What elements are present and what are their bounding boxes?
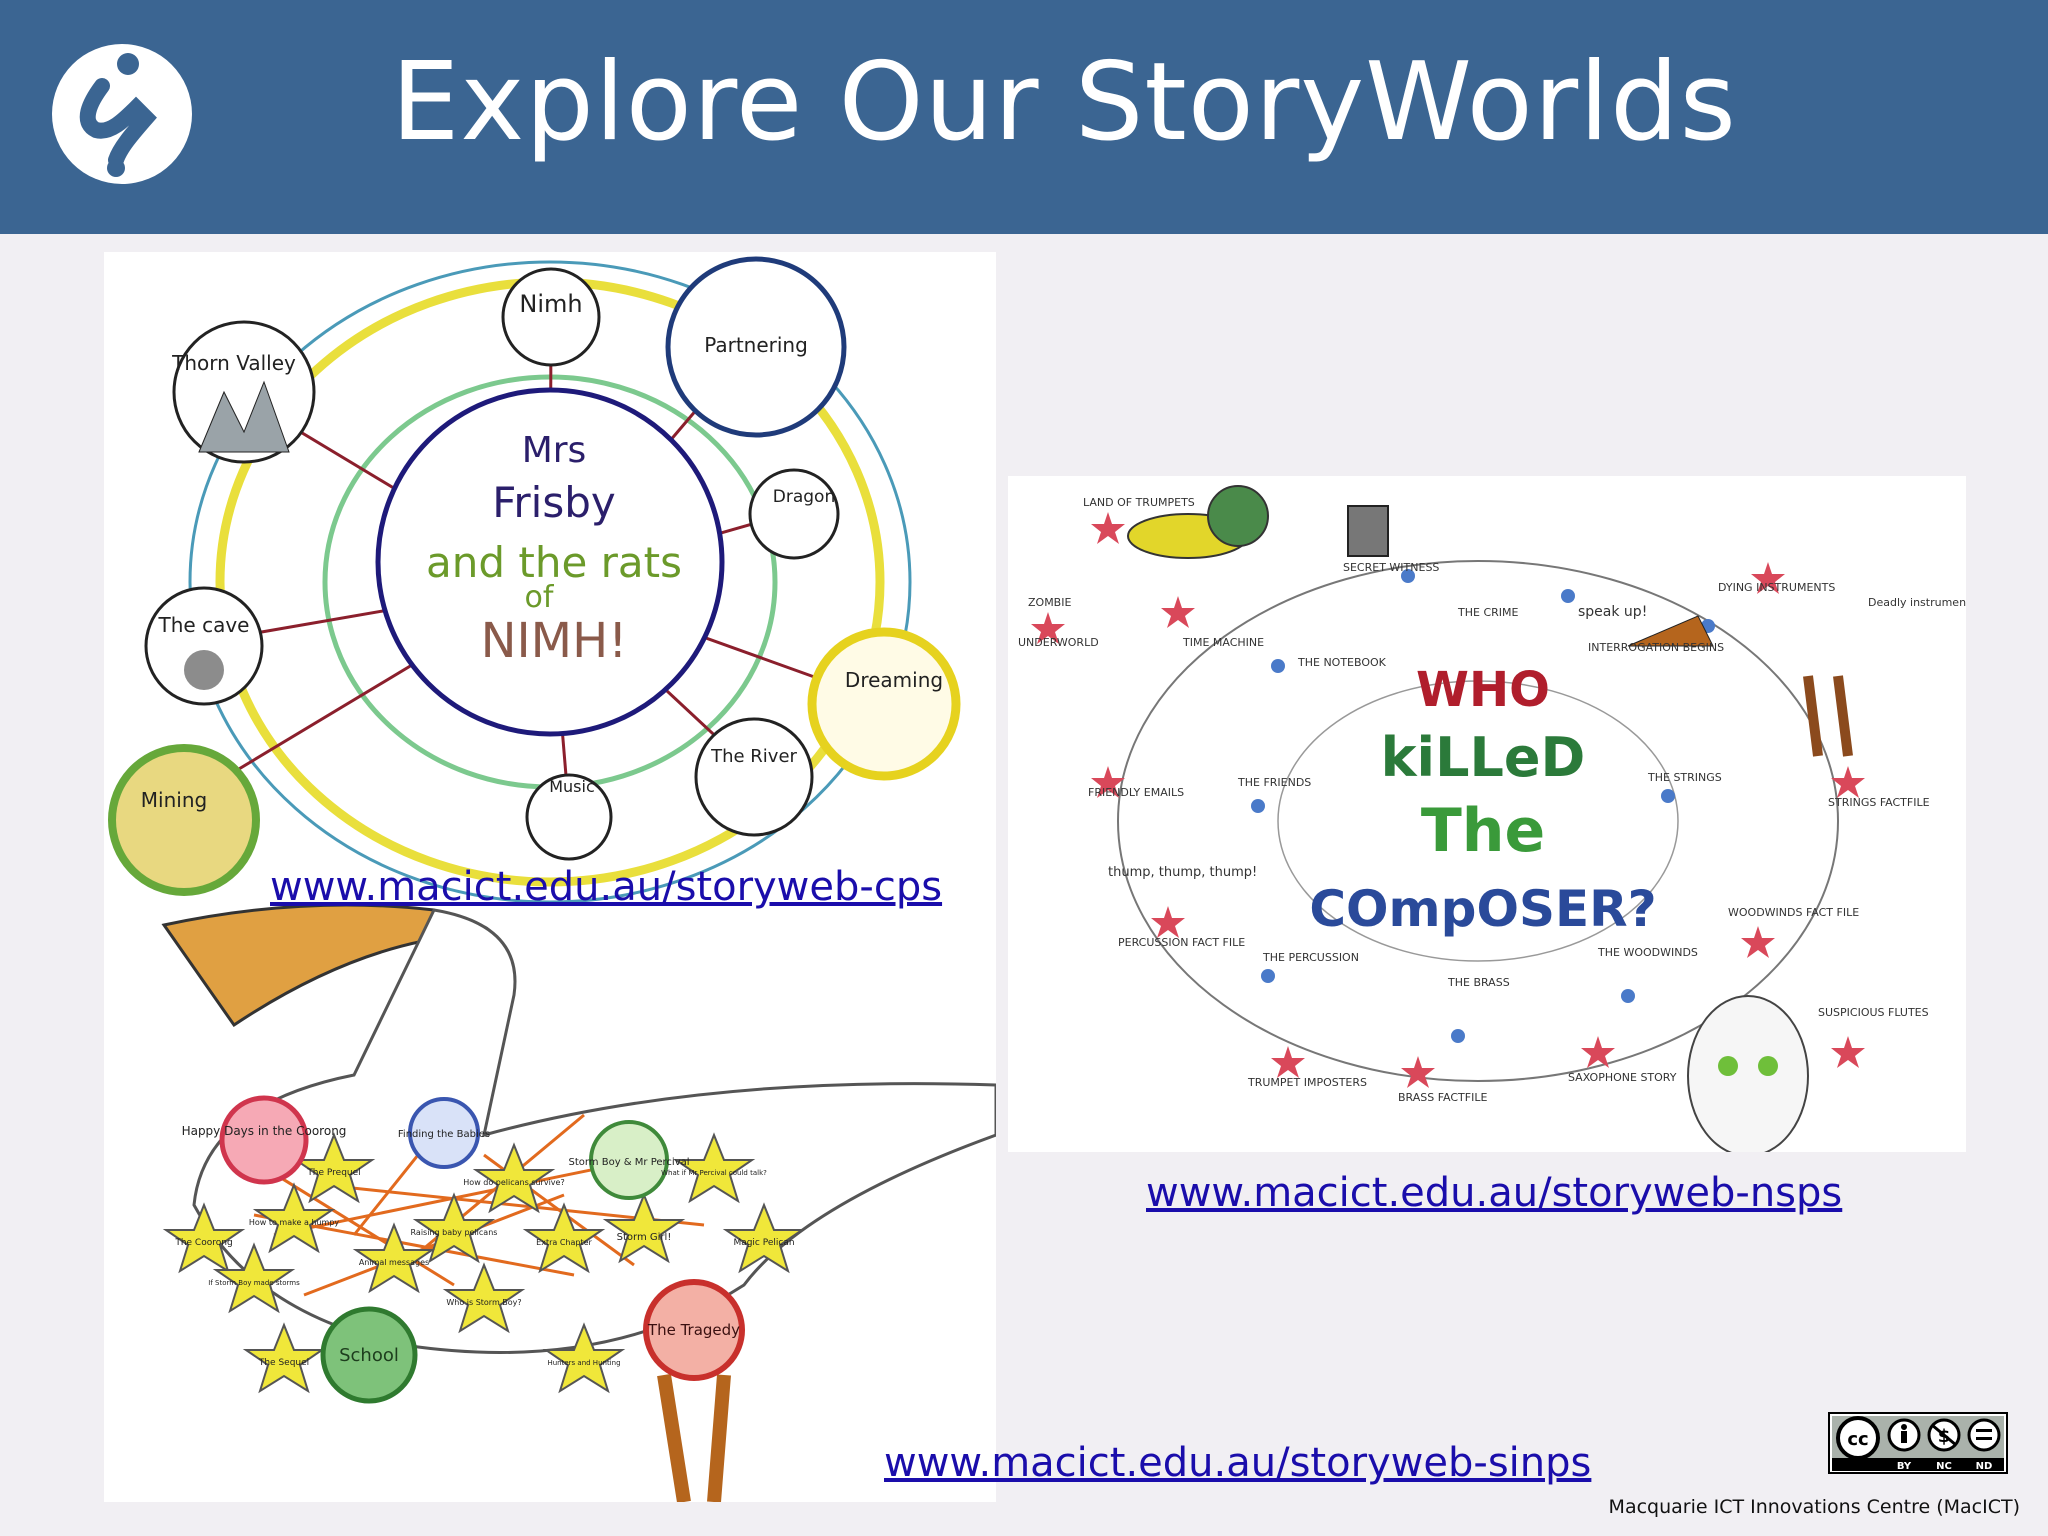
nsps-label-notebook: THE NOTEBOOK xyxy=(1297,656,1387,669)
nsps-center-line3: The xyxy=(1421,796,1545,866)
nsps-label-the-friends: THE FRIENDS xyxy=(1237,776,1311,789)
sinps-label-humpy: How to make a humpy xyxy=(249,1218,340,1227)
nsps-label-underworld: UNDERWORLD xyxy=(1018,636,1099,649)
cps-center-line1: Mrs xyxy=(522,430,587,471)
sinps-label-raising-pelicans: Raising baby pelicans xyxy=(411,1228,498,1237)
creative-commons-icon: cc $ BY NC ND xyxy=(1828,1412,2008,1474)
storyweb-cps-link[interactable]: www.macict.edu.au/storyweb-cps xyxy=(270,864,943,910)
sinps-label-magic-pelican: Magic Pelican xyxy=(733,1238,794,1248)
cps-center-line4: of xyxy=(525,580,555,615)
nsps-label-speak-up: speak up! xyxy=(1578,604,1647,620)
storyweb-sinps-link[interactable]: www.macict.edu.au/storyweb-sinps xyxy=(884,1440,1592,1486)
nsps-center-line4: COmpOSER? xyxy=(1309,880,1656,938)
sinps-label-who-is-storm-boy: Who is Storm Boy? xyxy=(446,1298,521,1307)
nsps-label-the-strings: THE STRINGS xyxy=(1647,771,1722,784)
nsps-label-deadly-instruments: Deadly instruments xyxy=(1868,596,1966,609)
nsps-label-the-percussion: THE PERCUSSION xyxy=(1262,951,1359,964)
storyweb-nsps-image: WHO kiLLeD The COmpOSER? LAND OF TRUMPET… xyxy=(1008,476,1966,1152)
cps-node-music: Music xyxy=(549,777,595,796)
sinps-label-finding-babies: Finding the Babies xyxy=(398,1129,490,1140)
cps-node-mining: Mining xyxy=(141,788,207,812)
sinps-label-storm-girl: Storm Girl! xyxy=(617,1232,672,1243)
sinps-label-the-coorong: The Coorong xyxy=(174,1238,232,1248)
cps-node-the-cave: The cave xyxy=(158,613,250,637)
cps-node-nimh: Nimh xyxy=(519,290,582,318)
nsps-label-friendly-emails: FRIENDLY EMAILS xyxy=(1088,786,1184,799)
sinps-label-school: School xyxy=(339,1345,399,1366)
cps-center-line5: NIMH! xyxy=(481,613,628,669)
sinps-label-prequel: The Prequel xyxy=(306,1168,360,1178)
sinps-label-the-sequel: The Sequel xyxy=(258,1358,309,1368)
nsps-center-line2: kiLLeD xyxy=(1381,726,1586,789)
cc-badge-nd: ND xyxy=(1976,1461,1993,1472)
nsps-label-the-crime: THE CRIME xyxy=(1457,606,1518,619)
nsps-label-trumpet-imposters: TRUMPET IMPOSTERS xyxy=(1247,1076,1367,1089)
sinps-label-what-if: What if Mr Percival could talk? xyxy=(661,1169,767,1177)
nsps-label-percussion-factfile: PERCUSSION FACT FILE xyxy=(1118,936,1245,949)
cc-badge-nc: NC xyxy=(1936,1461,1952,1472)
sinps-label-hunters: Hunters and Hunting xyxy=(547,1359,620,1367)
nsps-label-time-machine: TIME MACHINE xyxy=(1182,636,1264,649)
sinps-label-happy-days: Happy Days in the Coorong xyxy=(182,1124,347,1138)
nsps-label-woodwinds-factfile: WOODWINDS FACT FILE xyxy=(1728,906,1859,919)
nsps-label-strings-factfile: STRINGS FACTFILE xyxy=(1828,796,1930,809)
cps-center-line3: and the rats xyxy=(426,538,682,587)
cps-node-dreaming: Dreaming xyxy=(845,668,943,692)
nsps-label-the-woodwinds: THE WOODWINDS xyxy=(1597,946,1698,959)
storyweb-nsps-link[interactable]: www.macict.edu.au/storyweb-nsps xyxy=(1146,1170,1843,1216)
storyweb-cps-image: Mrs Frisby and the rats of NIMH! Nimh Pa… xyxy=(104,252,996,908)
cps-node-the-river: The River xyxy=(710,746,797,767)
sinps-label-how-pelicans: How do pelicans survive? xyxy=(463,1178,564,1187)
nsps-label-land-of-trumpets: LAND OF TRUMPETS xyxy=(1083,496,1195,509)
nsps-label-brass-factfile: BRASS FACTFILE xyxy=(1398,1091,1487,1104)
cps-center-line2: Frisby xyxy=(492,478,615,527)
sinps-label-the-tragedy: The Tragedy xyxy=(647,1321,740,1339)
storyweb-sinps-image: Happy Days in the Coorong Finding the Ba… xyxy=(104,905,996,1502)
cps-node-dragon: Dragon xyxy=(773,487,835,507)
nsps-label-zombie: ZOMBIE xyxy=(1028,596,1071,609)
nsps-label-secret-witness: SECRET WITNESS xyxy=(1343,561,1439,574)
nsps-label-thump: thump, thump, thump! xyxy=(1108,865,1257,880)
svg-text:cc: cc xyxy=(1847,1429,1868,1450)
nsps-label-dying-instruments: DYING INSTRUMENTS xyxy=(1718,581,1835,594)
sinps-label-if-storm-boy: If Storm Boy made storms xyxy=(208,1279,300,1287)
footer-credit: Macquarie ICT Innovations Centre (MacICT… xyxy=(1608,1496,2020,1518)
sinps-label-storm-boy-percival: Storm Boy & Mr Percival xyxy=(568,1157,689,1168)
cc-badge-by: BY xyxy=(1897,1461,1912,1472)
sinps-label-extra-chapter: Extra Chapter xyxy=(536,1238,592,1247)
cps-node-thorn-valley: Thorn Valley xyxy=(171,351,296,375)
cps-node-partnering: Partnering xyxy=(704,333,808,357)
page-title: Explore Our StoryWorlds xyxy=(391,40,1737,165)
nsps-label-suspicious-flutes: SUSPICIOUS FLUTES xyxy=(1818,1006,1929,1019)
macict-logo-icon xyxy=(52,44,192,184)
nsps-center-line1: WHO xyxy=(1416,662,1550,718)
header-bar: Explore Our StoryWorlds xyxy=(0,0,2048,234)
nsps-label-interrogation: INTERROGATION BEGINS xyxy=(1588,641,1724,654)
sinps-label-animal-messages: Animal messages xyxy=(359,1258,429,1267)
nsps-label-the-brass: THE BRASS xyxy=(1447,976,1510,989)
nsps-label-saxophone-story: SAXOPHONE STORY xyxy=(1568,1071,1677,1084)
